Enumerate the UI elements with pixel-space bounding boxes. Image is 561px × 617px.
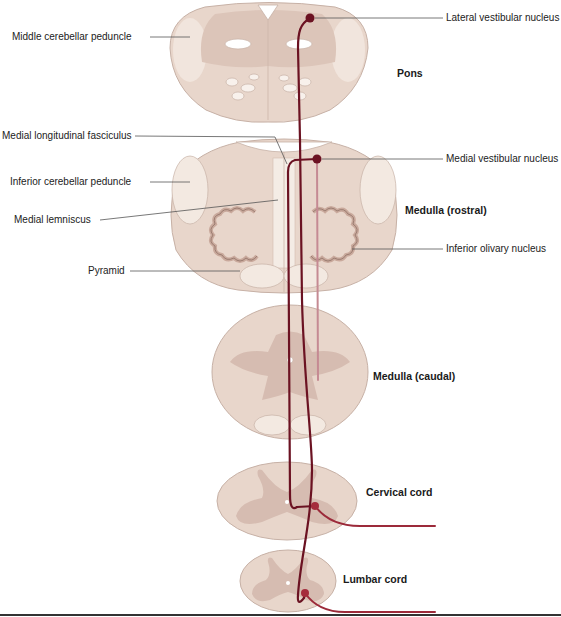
medial-vestibulospinal-tract: [288, 159, 317, 508]
central-canal: [285, 500, 289, 504]
leader-line: [130, 271, 240, 272]
motor-axon: [305, 593, 435, 612]
rostral-medulla-section: [171, 139, 397, 293]
leader-line: [352, 249, 443, 250]
pyramid: [254, 415, 290, 435]
motor-axon: [315, 506, 435, 526]
midline: [284, 152, 285, 292]
section-name: Medulla (caudal): [373, 369, 455, 383]
cord-outline: [217, 462, 357, 540]
leader-line: [150, 182, 190, 183]
section-name: Lumbar cord: [343, 572, 407, 586]
midline: [268, 20, 269, 120]
inferior-cerebellar-peduncle: [360, 156, 396, 224]
structure-label: Medial lemniscus: [14, 213, 91, 227]
leader-line: [100, 200, 278, 220]
central-canal: [286, 581, 290, 585]
corticospinal-bundle: [283, 84, 297, 92]
corticospinal-bundle: [279, 75, 289, 81]
leader-line: [315, 18, 443, 19]
medulla-outline: [171, 139, 397, 293]
structure-label: Medial vestibular nucleus: [446, 152, 558, 166]
structure-label: Lateral vestibular nucleus: [446, 11, 559, 25]
pyramid: [284, 264, 328, 288]
fourth-ventricle: [258, 5, 278, 20]
middle-cerebellar-peduncle: [331, 18, 365, 82]
structure-label: Inferior olivary nucleus: [446, 242, 546, 256]
leader-line: [322, 159, 443, 160]
structure-label: Pyramid: [88, 264, 125, 278]
leader-line: [150, 37, 190, 38]
structure-label: Medial longitudinal fasciculus: [2, 129, 132, 143]
corticospinal-bundle: [226, 78, 238, 86]
leader-lines: [100, 18, 443, 271]
inferior-olive: [211, 208, 257, 261]
corticospinal-bundle: [241, 84, 255, 92]
ipsilateral-medial-tract: [317, 159, 318, 380]
lateral-vestibulospinal-tract: [298, 18, 312, 602]
inferior-cerebellar-peduncle: [172, 156, 208, 224]
nucleus-dot: [306, 14, 315, 23]
pons-outline: [170, 3, 368, 123]
structure-label: Middle cerebellar peduncle: [12, 30, 132, 44]
corticospinal-bundle: [232, 92, 244, 100]
section-name: Medulla (rostral): [405, 203, 487, 217]
pons-section: [170, 3, 368, 123]
cord-outline: [240, 550, 336, 612]
motor-neuron: [311, 502, 319, 510]
structure-label: Inferior cerebellar peduncle: [10, 175, 131, 189]
section-name: Cervical cord: [366, 485, 433, 499]
pontine-lemniscus: [225, 39, 251, 49]
inferior-olive: [211, 208, 257, 261]
corticospinal-bundle: [299, 78, 311, 86]
lumbar-cord-section: [240, 550, 336, 612]
grey-matter: [252, 558, 324, 602]
corticospinal-bundle: [249, 74, 259, 80]
cervical-cord-section: [217, 462, 357, 540]
motor-neuron: [301, 589, 309, 597]
grey-matter: [236, 470, 338, 524]
nucleus-dot: [313, 155, 322, 164]
fourth-ventricle-floor: [236, 142, 332, 152]
leader-line: [135, 136, 287, 164]
vestibulospinal-tracts: [288, 14, 435, 613]
pyramid: [240, 264, 284, 288]
frame-line: [0, 614, 561, 616]
section-name: Pons: [397, 66, 423, 80]
